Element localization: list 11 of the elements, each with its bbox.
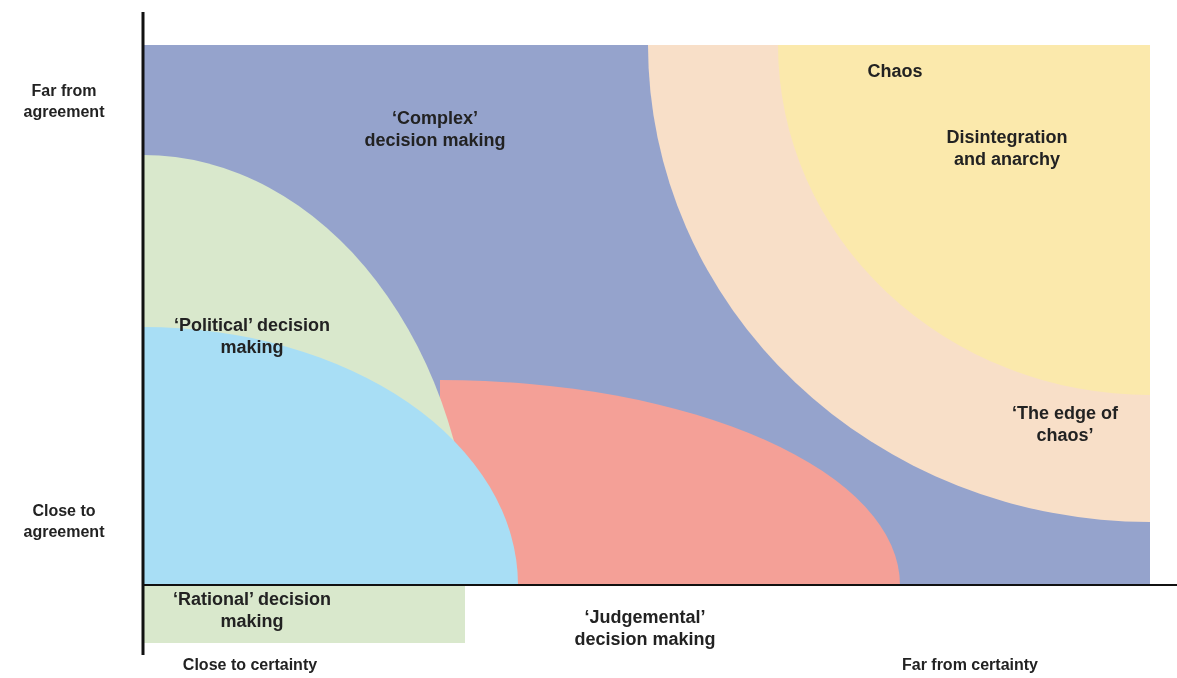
axis-label: Far from agreement — [22, 81, 106, 122]
region-label: ‘Complex’ decision making — [363, 107, 507, 151]
axis-label: Close to certainty — [181, 655, 319, 675]
region-label: ‘Judgemental’ decision making — [573, 606, 717, 650]
region-label: ‘Rational’ decision making — [172, 588, 332, 632]
region-label: ‘Political’ decision making — [172, 314, 332, 358]
region-label: Disintegration and anarchy — [945, 126, 1069, 170]
region-label: Chaos — [866, 60, 924, 82]
axis-label: Close to agreement — [22, 501, 106, 542]
region-label: ‘The edge of chaos’ — [1011, 402, 1119, 446]
axis-label: Far from certainty — [900, 655, 1039, 675]
